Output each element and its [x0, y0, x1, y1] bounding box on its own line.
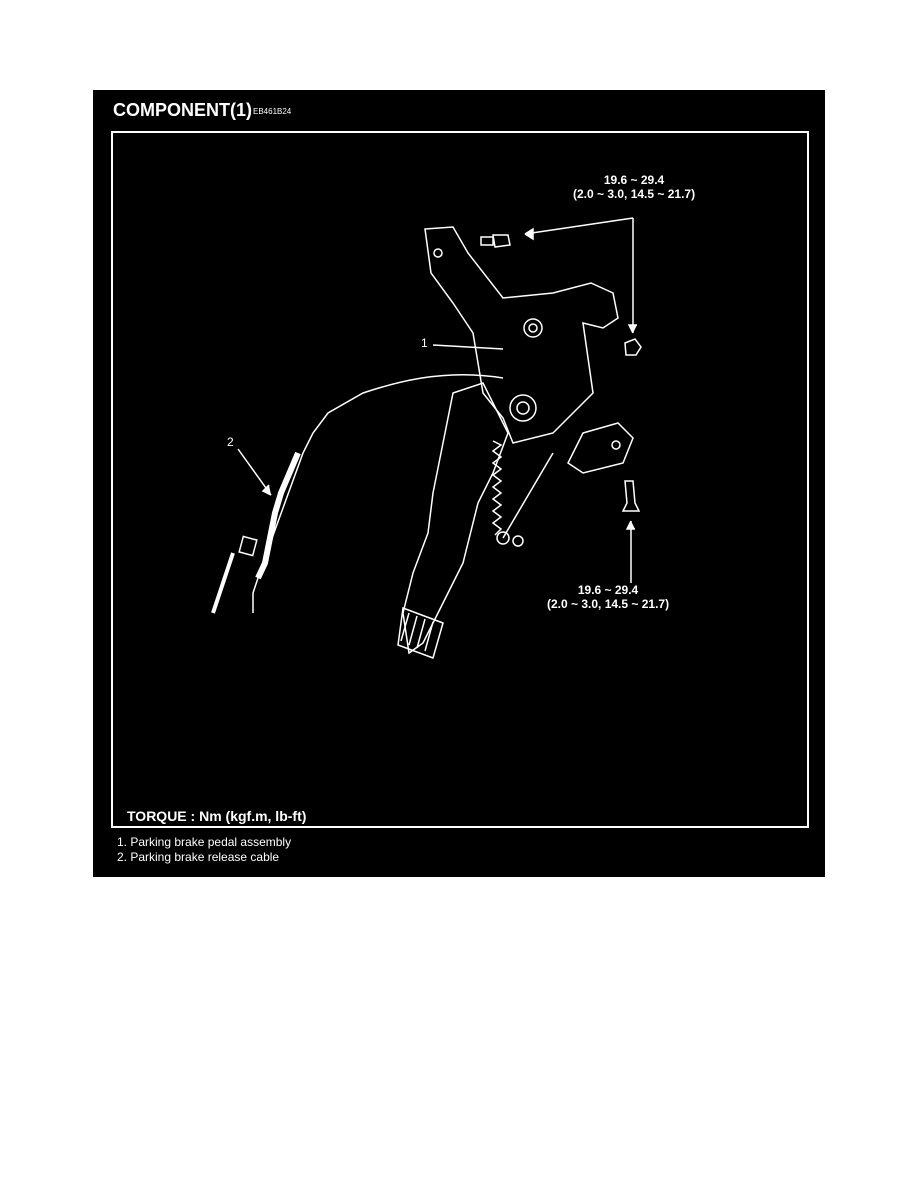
- bracket-hole: [433, 248, 443, 258]
- legend-item-2: 2. Parking brake release cable: [117, 850, 280, 864]
- torque-bottom-value: 19.6 ~ 29.4: [577, 583, 639, 597]
- torque-unit-label: TORQUE : Nm (kgf.m, lb-ft): [127, 808, 307, 824]
- pedal-arm: [402, 382, 509, 655]
- return-spring: [491, 440, 503, 536]
- diagram-frame: 19.6 ~ 29.4 (2.0 ~ 3.0, 14.5 ~ 21.7) 19.…: [111, 131, 809, 828]
- release-cable: [252, 373, 504, 613]
- torque-spec-top: 19.6 ~ 29.4 (2.0 ~ 3.0, 14.5 ~ 21.7): [573, 173, 695, 201]
- pedal-pad: [397, 606, 444, 659]
- mounting-bracket: [424, 226, 619, 444]
- bolt-top: [480, 234, 511, 248]
- legend-item-1: 1. Parking brake pedal assembly: [117, 835, 292, 849]
- parking-brake-diagram: [211, 217, 642, 659]
- nut-right: [624, 338, 642, 356]
- component-figure: COMPONENT(1) EB461B24: [93, 90, 825, 877]
- callout-1: 1: [421, 336, 428, 350]
- torque-bottom-alt: (2.0 ~ 3.0, 14.5 ~ 21.7): [547, 597, 670, 611]
- bolt-bottom: [621, 480, 641, 512]
- torque-top-alt: (2.0 ~ 3.0, 14.5 ~ 21.7): [573, 187, 696, 201]
- figure-code: EB461B24: [253, 107, 292, 116]
- torque-spec-bottom: 19.6 ~ 29.4 (2.0 ~ 3.0, 14.5 ~ 21.7): [547, 583, 669, 611]
- figure-title: COMPONENT(1): [113, 100, 252, 120]
- torque-top-value: 19.6 ~ 29.4: [603, 173, 665, 187]
- callout-2: 2: [227, 435, 234, 449]
